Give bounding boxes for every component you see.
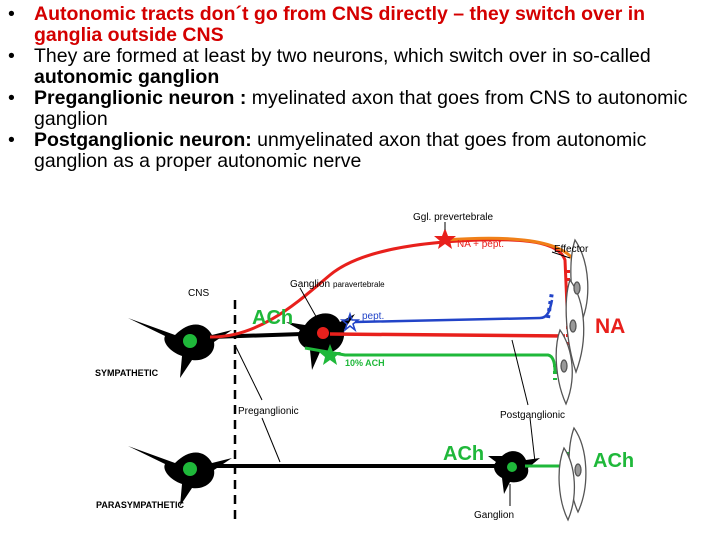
- label-ach-10-percent: 10% ACH: [345, 358, 385, 368]
- bullet-item: • Autonomic tracts don´t go from CNS dire…: [8, 4, 714, 46]
- label-ach-para-effector: ACh: [593, 450, 634, 472]
- label-pept: pept.: [362, 311, 384, 322]
- bullet-text-bold: autonomic ganglion: [34, 66, 220, 88]
- pointer-preganglionic-symp: [234, 344, 263, 401]
- bullet-dot: •: [8, 129, 15, 151]
- pointer-effector: [551, 251, 571, 259]
- pointer-preganglionic-para: [261, 417, 281, 463]
- bullet-list: • Autonomic tracts don´t go from CNS dire…: [8, 4, 714, 172]
- pept-star-icon: [339, 311, 361, 333]
- bullet-item: • They are formed at least by two neurons…: [8, 46, 714, 88]
- label-ganglion-bottom: Ganglion: [474, 510, 514, 521]
- sympathetic-cns-neuron: [128, 318, 232, 378]
- bullet-text-bold: Preganglionic neuron :: [34, 87, 252, 109]
- pointer-ganglion-paravertebrale: [299, 287, 319, 321]
- parasympathetic-cns-neuron: [128, 446, 232, 506]
- prevertebral-star-icon: [434, 228, 456, 249]
- sympathetic-pept-line: [354, 299, 554, 324]
- label-postganglionic: Postganglionic: [500, 410, 565, 421]
- bullet-dot: •: [8, 45, 15, 67]
- label-cns: CNS: [188, 288, 209, 299]
- bullet-dot: •: [8, 3, 15, 25]
- bullet-text: They are formed at least by two neurons,…: [34, 45, 651, 67]
- label-effector: Effector: [554, 244, 589, 255]
- sympathetic-postganglionic-axon-red: [329, 332, 566, 338]
- bullet-text: Autonomic tracts don´t go from CNS direc…: [34, 3, 646, 46]
- sympathetic-effector-cells: [555, 238, 589, 406]
- parasympathetic-ganglion-neuron: [488, 451, 540, 494]
- parasympathetic-effector-cells: [558, 426, 587, 522]
- label-sympathetic: SYMPATHETIC: [95, 368, 159, 378]
- sympathetic-ganglion-neuron: [286, 313, 355, 370]
- bullet-item: • Preganglionic neuron : myelinated axon …: [8, 88, 714, 130]
- prevertebral-axon-orange: [444, 236, 578, 346]
- bullet-item: • Postganglionic neuron: unmyelinated axo…: [8, 130, 714, 172]
- label-ggl-prevertebrale: Ggl. prevertebrale: [413, 212, 493, 223]
- bullet-dot: •: [8, 87, 15, 109]
- label-preganglionic: Preganglionic: [238, 406, 299, 417]
- pointer-postganglionic-para: [529, 417, 536, 463]
- label-na-pept: NA + pept.: [457, 239, 504, 250]
- label-na: NA: [595, 315, 625, 338]
- label-ach-sympathetic: ACh: [252, 307, 293, 329]
- bullet-text: unmyelinated axon that goes from autonom…: [34, 129, 647, 172]
- label-parasympathetic: PARASYMPATHETIC: [96, 500, 185, 510]
- sympathetic-ach-collateral: [304, 346, 557, 373]
- ach-star-icon: [319, 344, 341, 365]
- bullet-text-bold: Postganglionic neuron:: [34, 129, 258, 151]
- pointer-postganglionic-symp: [511, 339, 529, 406]
- bullet-text: myelinated axon that goes from CNS to au…: [34, 87, 688, 130]
- blue-bouton-dots: [546, 291, 554, 319]
- label-ach-para-ganglion: ACh: [443, 443, 484, 465]
